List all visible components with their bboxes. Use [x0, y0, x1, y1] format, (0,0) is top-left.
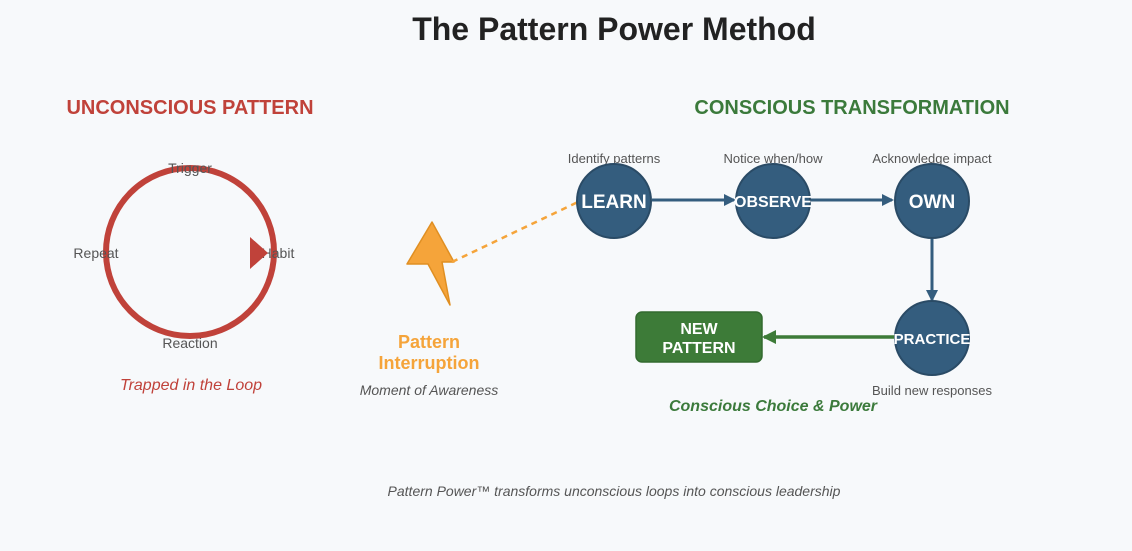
new-pattern-rect [635, 311, 763, 363]
step-practice-note: Build new responses [872, 383, 992, 398]
new-pattern-box: NEW PATTERN [635, 311, 763, 363]
step-own-note: Acknowledge impact [872, 151, 992, 166]
page-title: The Pattern Power Method [412, 11, 816, 47]
step-learn-label: LEARN [581, 192, 646, 213]
unconscious-heading: UNCONSCIOUS PATTERN [66, 97, 313, 119]
loop-label-reaction: Reaction [162, 335, 217, 351]
loop-label-repeat: Repeat [73, 245, 118, 261]
step-observe-node [735, 163, 811, 239]
loop-label-trigger: Trigger [168, 160, 212, 176]
new-pattern-label-line2: PATTERN [662, 340, 735, 357]
step-observe: Notice when/how OBSERVE [724, 151, 824, 239]
step-practice-label: PRACTICE [894, 331, 971, 348]
unconscious-loop-circle [103, 165, 277, 339]
step-observe-label: OBSERVE [734, 194, 812, 211]
interruption-label-line1: Pattern [398, 332, 460, 352]
conscious-heading: CONSCIOUS TRANSFORMATION [694, 97, 1009, 119]
interruption-label-line2: Interruption [379, 353, 480, 373]
step-learn: Identify patterns LEARN [568, 151, 661, 239]
new-pattern-label-line1: NEW [680, 321, 718, 338]
footer-tagline: Pattern Power™ transforms unconscious lo… [388, 483, 841, 499]
interruption-caption: Moment of Awareness [360, 382, 499, 398]
loop-label-habit: Habit [262, 245, 295, 261]
unconscious-caption: Trapped in the Loop [120, 377, 262, 394]
step-own-label: OWN [909, 192, 955, 213]
lightning-bolt-icon [406, 221, 455, 306]
step-practice-node [894, 300, 970, 376]
loop-direction-arrow-icon [250, 237, 268, 269]
step-learn-note: Identify patterns [568, 151, 661, 166]
step-practice: PRACTICE Build new responses [872, 300, 992, 398]
step-observe-note: Notice when/how [724, 151, 824, 166]
step-own-node [894, 163, 970, 239]
step-learn-node [576, 163, 652, 239]
interruption-connector-line [451, 200, 579, 264]
step-own: Acknowledge impact OWN [872, 151, 992, 239]
conscious-caption: Conscious Choice & Power [669, 398, 878, 415]
